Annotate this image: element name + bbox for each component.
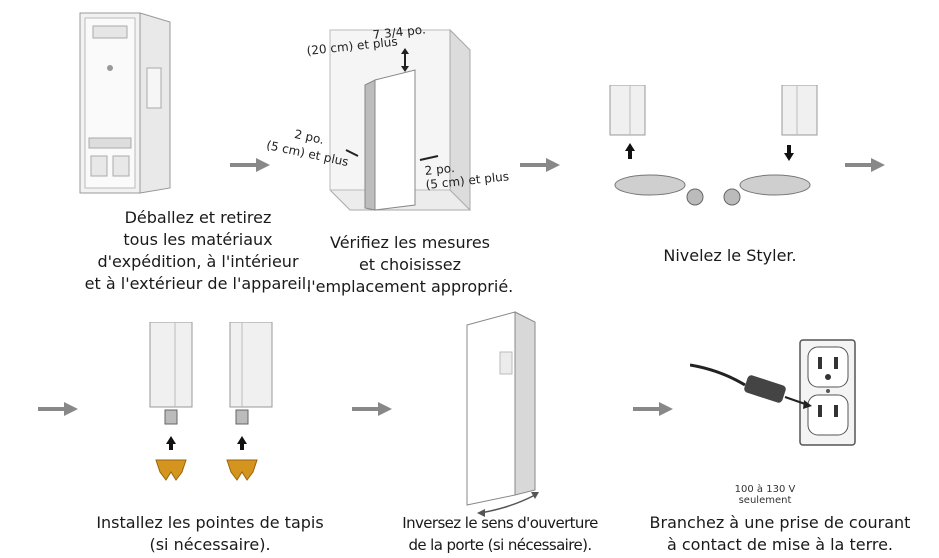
step-arrow-5 bbox=[352, 402, 392, 416]
step-arrow-1 bbox=[230, 158, 270, 172]
step-4-caption: Installez les pointes de tapis (si néces… bbox=[96, 513, 324, 554]
open-styler-illustration bbox=[79, 12, 171, 194]
leveling-feet-illustration bbox=[609, 85, 818, 206]
step-1-caption: Déballez et retirez tous les matériaux d… bbox=[84, 208, 312, 293]
step-arrow-6 bbox=[633, 402, 673, 416]
door-reversal-illustration bbox=[466, 311, 539, 517]
voltage-note: 100 à 130 V seulement bbox=[734, 484, 796, 506]
alcove-illustration bbox=[329, 28, 471, 212]
grounded-outlet-illustration bbox=[690, 339, 856, 446]
step-arrow-3 bbox=[845, 158, 885, 172]
step-6-caption: Branchez à une prise de courant à contac… bbox=[649, 513, 911, 554]
step-arrow-4 bbox=[38, 402, 78, 416]
carpet-spikes-illustration bbox=[149, 322, 273, 481]
step-3-caption: Nivelez le Styler. bbox=[663, 246, 797, 265]
step-2-caption: Vérifiez les mesures et choisissez l'emp… bbox=[306, 233, 514, 296]
step-5-caption: Inversez le sens d'ouverture de la porte… bbox=[402, 514, 598, 554]
step-arrow-2 bbox=[520, 158, 560, 172]
